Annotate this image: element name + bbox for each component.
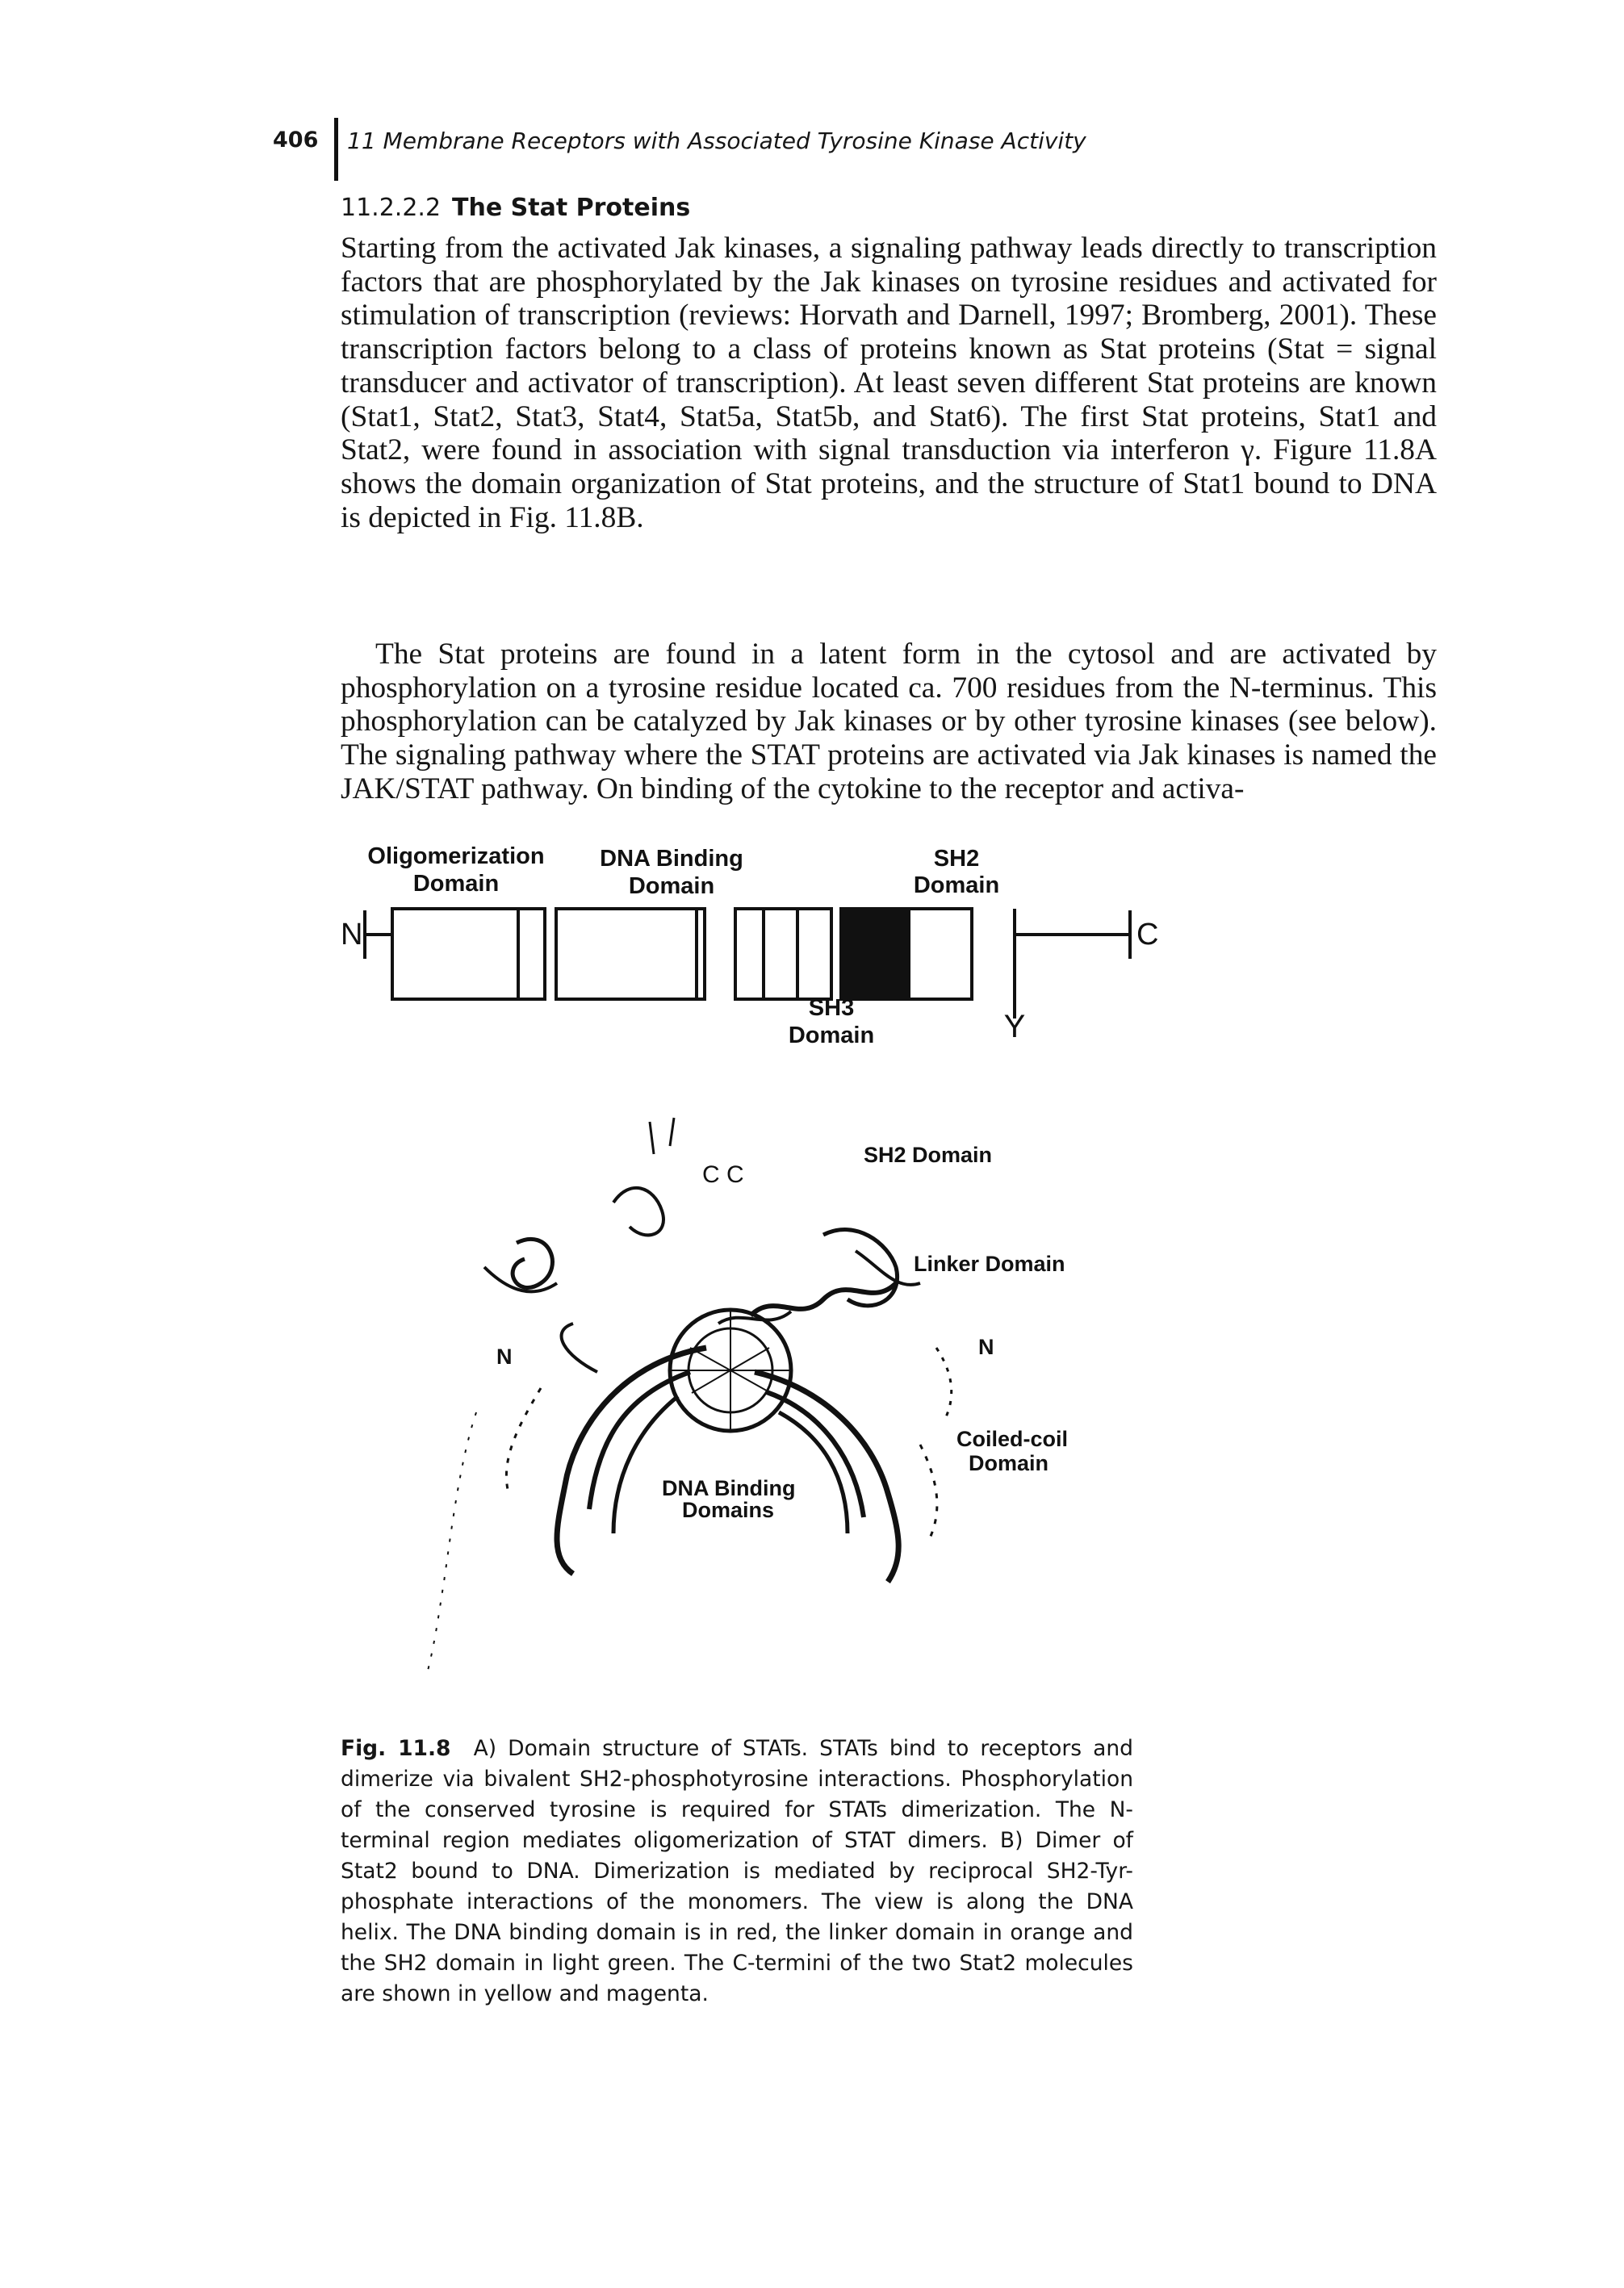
spacer-box [695,907,706,1001]
n-terminus-label: N [341,918,362,952]
figure-caption: Fig. 11.8 A) Domain structure of STATs. … [341,1734,1133,2010]
c-termini-label: C C [702,1161,744,1188]
linker-domain-label: Linker Domain [914,1252,1065,1276]
body-paragraph: Starting from the activated Jak kinases,… [341,232,1437,534]
sh3-domain-box [762,907,799,1001]
dna-binding-domains-label: DNA Binding [662,1476,795,1500]
c-terminal-box [907,907,973,1001]
ribbon-structure [427,1117,953,1671]
linker-box [517,907,546,1001]
figure-a-domain-diagram: Oligomerization Domain DNA Binding Domai… [341,843,1158,1048]
sh2-label: SH2 [934,846,979,872]
sh2-domain-box [839,907,910,1001]
oligomerization-domain-box [391,907,520,1001]
oligomerization-label: Domain [413,871,499,897]
running-head: 11 Membrane Receptors with Associated Ty… [347,128,1086,154]
section-title: The Stat Proteins [452,194,691,222]
domain-bar [363,907,1132,1019]
c-terminus-label: C [1136,918,1158,952]
dna-binding-domains-label: Domains [682,1498,774,1522]
caption-text: A) Domain structure of STATs. STATs bind… [341,1736,1133,2006]
header-rule [334,118,338,181]
coiled-coil-label: Domain [969,1451,1048,1475]
sh3-domain-box [796,907,833,1001]
section-number: 11.2.2.2 [341,194,442,222]
coiled-coil-label: Coiled-coil [956,1427,1068,1451]
dna-binding-label: DNA Binding [600,846,743,872]
figure-label: Fig. 11.8 [341,1736,451,1761]
dna-binding-domain-box [555,907,698,1001]
sh2-domain-label: SH2 Domain [864,1143,992,1167]
page-number: 406 [273,128,319,153]
n-terminus-label: N [496,1345,513,1369]
figure-b-stat-dna-structure: SH2 Domain Linker Domain N N Coiled-coil… [427,1117,1068,1671]
sh2-label: Domain [914,872,999,898]
section-heading: 11.2.2.2 The Stat Proteins [341,194,690,222]
oligomerization-label: Oligomerization [367,843,544,869]
n-terminus-label: N [978,1335,994,1359]
sh3-domain-box [734,907,765,1001]
sh3-label: Domain [789,1023,874,1048]
body-paragraph: The Stat proteins are found in a latent … [341,638,1437,805]
dna-binding-label: Domain [629,873,714,899]
